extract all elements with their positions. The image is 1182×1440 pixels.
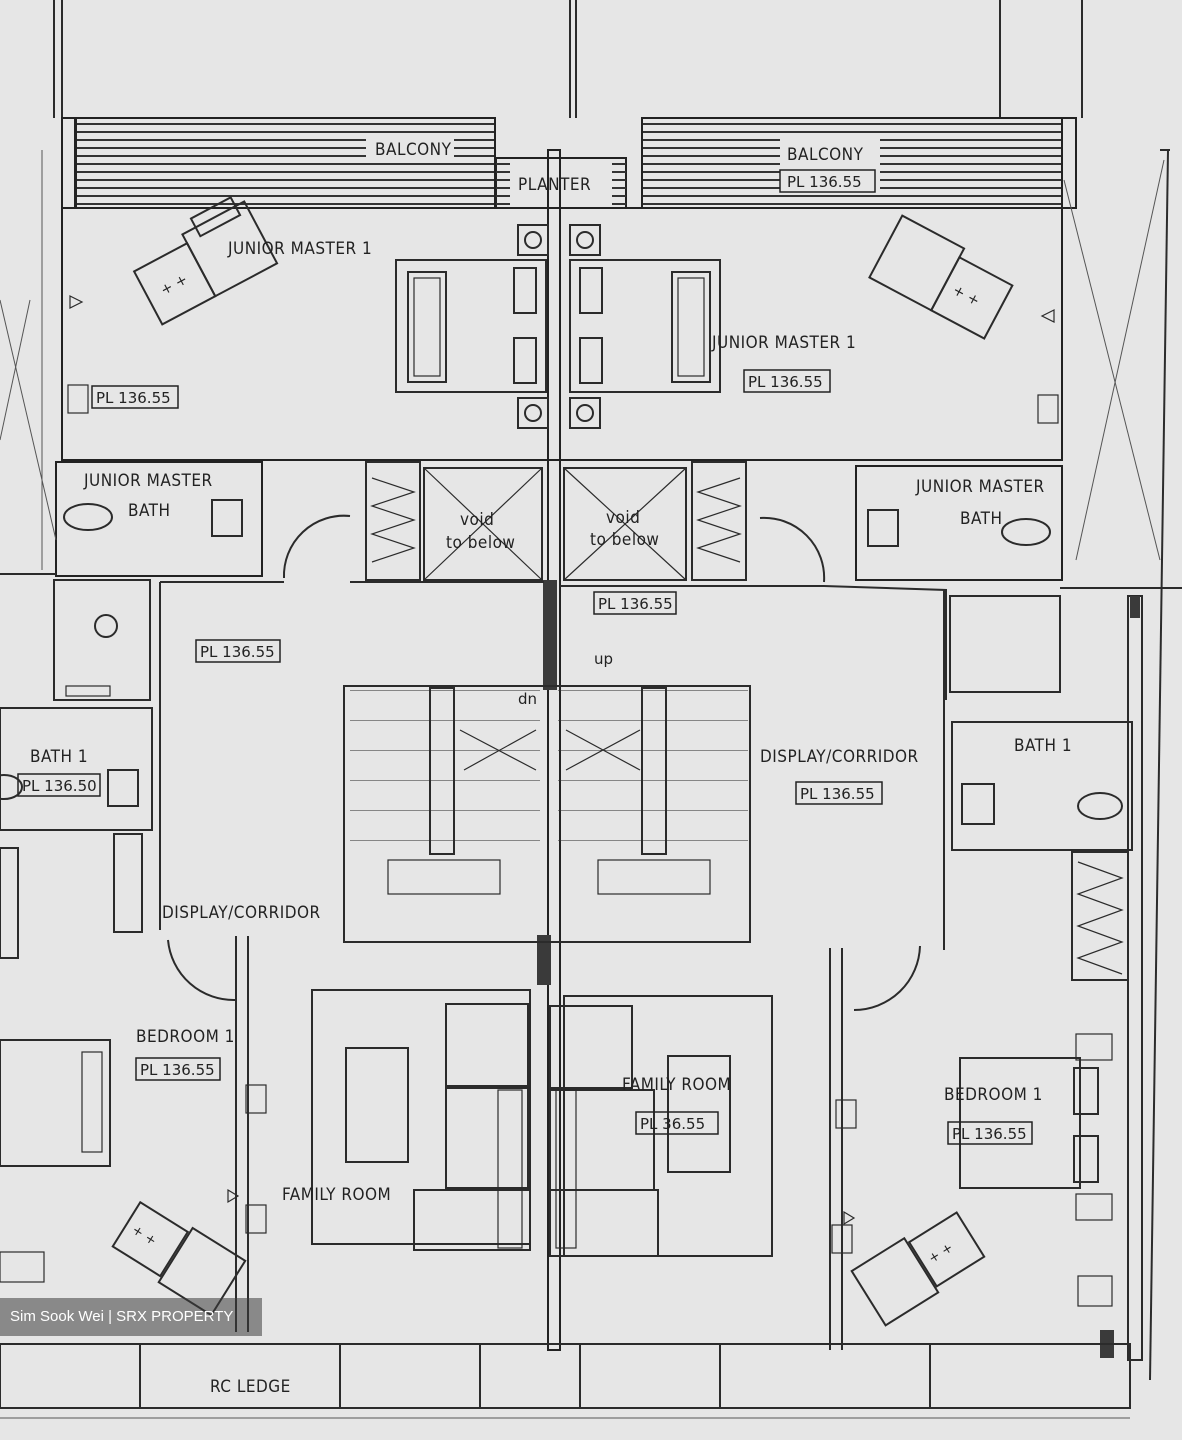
family-room-right-furniture (549, 995, 773, 1257)
corridor-left-level: PL 136.55 (200, 643, 275, 661)
jm-bath-right-label-2: BATH (960, 509, 1002, 529)
jm-bath-right (855, 465, 1063, 581)
exterior-diagonals (0, 149, 1170, 1381)
corridor-top-level: PL 136.55 (598, 595, 673, 613)
family-right-level: PL 36.55 (640, 1115, 705, 1133)
toilet-icon-jm-left (63, 503, 113, 531)
sink-icon-jm-left (211, 499, 243, 537)
wardrobe-bedroom1-left (0, 847, 19, 959)
bedroom1-right-label: BEDROOM 1 (944, 1085, 1043, 1105)
bedroom1-left-level-box (135, 1057, 221, 1081)
bath1-right-room (949, 587, 1182, 851)
bedroom1-left-level: PL 136.55 (140, 1061, 215, 1079)
bed-junior-master-right (569, 259, 721, 393)
display-right-level-box (795, 781, 883, 805)
family-right-level-box (635, 1111, 719, 1135)
party-wall-solid-1 (543, 580, 557, 690)
jm-bath-left-label-2: BATH (128, 501, 170, 521)
duct-left (113, 833, 143, 933)
void-left (423, 467, 543, 581)
toilet-icon-jm-right (1001, 518, 1051, 546)
sink-icon-bath1-left (107, 769, 139, 807)
bed-junior-master-left (395, 259, 547, 393)
bedroom1-right-level-box (947, 1121, 1033, 1145)
void-right (563, 467, 687, 581)
balcony-right-label: BALCONY (787, 145, 864, 165)
jm1-right-level: PL 136.55 (748, 373, 823, 391)
side-rooms-left (0, 573, 153, 831)
jm1-right-level-box (743, 369, 831, 393)
door-swing-jm-right (759, 516, 826, 583)
jm1-left-level: PL 136.55 (96, 389, 171, 407)
party-wall-solid-2 (537, 935, 551, 985)
junior-master-1-left-label: JUNIOR MASTER 1 (227, 239, 372, 259)
void-right-label-1: void (606, 508, 640, 528)
exterior-lines (53, 0, 1083, 118)
display-right-level: PL 136.55 (800, 785, 875, 803)
balcony-right-level: PL 136.55 (787, 173, 862, 191)
void-left-label-2: to below (446, 533, 515, 553)
junior-master-1-right-label: JUNIOR MASTER 1 (711, 333, 856, 353)
corridor-walls-top (160, 581, 947, 700)
balcony-left-label: BALCONY (375, 140, 452, 160)
jm1-left-level-box (91, 385, 179, 409)
door-swing-bedroom-left (167, 939, 237, 1002)
display-corridor-right-label: DISPLAY/CORRIDOR (760, 747, 919, 767)
balcony-left-label-bg (366, 138, 454, 162)
junior-master-rooms (61, 207, 1063, 461)
display-corridor-left-label: DISPLAY/CORRIDOR (162, 903, 321, 923)
balcony-right-label-bg (780, 138, 880, 192)
door-swing-bedroom-right (853, 945, 921, 1011)
family-room-left-furniture (311, 989, 531, 1251)
rc-ledge-label: RC LEDGE (210, 1377, 291, 1397)
bath1-left-level-box (17, 773, 101, 797)
bath1-right-label: BATH 1 (1014, 736, 1072, 756)
jm-bath-right-label-1: JUNIOR MASTER (915, 477, 1045, 497)
jm-bath-left (55, 461, 263, 577)
rc-ledge (0, 1343, 1131, 1419)
balcony-left (61, 117, 496, 209)
sink-icon-jm-right (867, 509, 899, 547)
jm-bath-left-label-1: JUNIOR MASTER (83, 471, 213, 491)
wardrobes-top (365, 461, 747, 581)
family-room-right-label: FAMILY ROOM (622, 1075, 731, 1095)
bath1-left-level: PL 136.50 (22, 777, 97, 795)
corridor-left-level-box (195, 639, 281, 663)
stair-up-label: up (594, 650, 613, 668)
bedside-lamps (517, 224, 601, 429)
staircase (343, 685, 751, 943)
planter-label: PLANTER (518, 175, 591, 195)
void-left-label-1: void (460, 510, 494, 530)
toilet-icon-bath1-left (0, 774, 23, 800)
bath1-left-label: BATH 1 (30, 747, 88, 767)
bedroom1-right-level: PL 136.55 (952, 1125, 1027, 1143)
family-room-left-label: FAMILY ROOM (282, 1185, 391, 1205)
watermark: Sim Sook Wei | SRX PROPERTY (0, 1298, 262, 1336)
door-swing-jm-left (282, 514, 351, 579)
balcony-right-level-box (779, 169, 876, 193)
void-right-label-2: to below (590, 530, 659, 550)
corridor-top-level-box (593, 591, 677, 615)
column-right-top (1130, 596, 1140, 618)
bedroom1-left-label: BEDROOM 1 (136, 1027, 235, 1047)
